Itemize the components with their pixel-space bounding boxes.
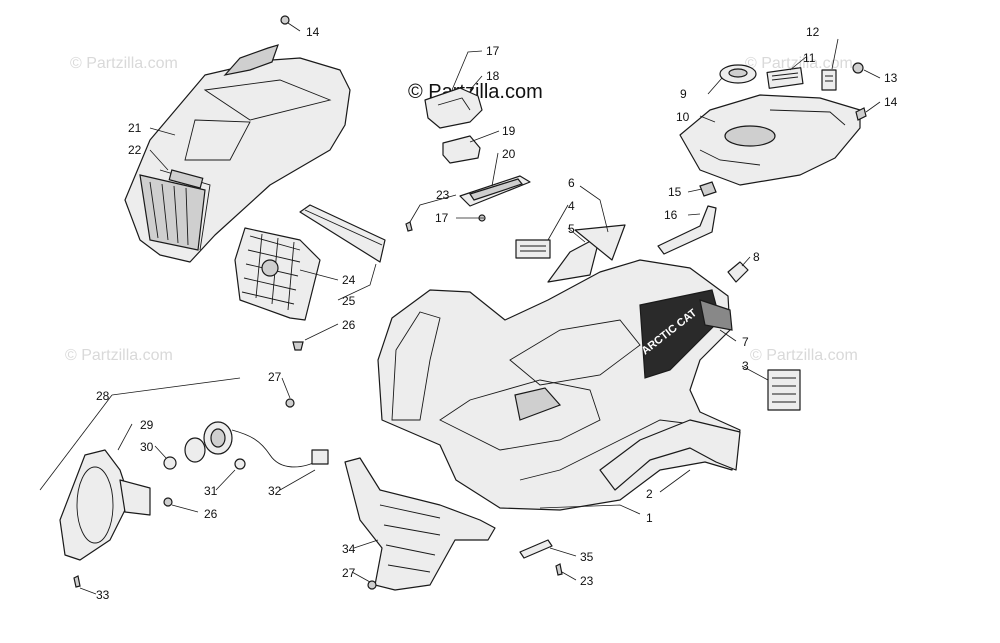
storage-cover-part[interactable] bbox=[424, 87, 483, 129]
callout-17-mid: 17 bbox=[435, 211, 449, 225]
vent-hose-part[interactable] bbox=[657, 205, 717, 255]
fender-flare-part[interactable] bbox=[599, 419, 741, 491]
callout-22: 22 bbox=[128, 143, 142, 157]
callout-35: 35 bbox=[580, 550, 594, 564]
callout-33: 33 bbox=[96, 588, 110, 602]
callout-5: 5 bbox=[568, 222, 575, 236]
callout-8: 8 bbox=[753, 250, 760, 264]
fastener-27-top-part[interactable] bbox=[285, 398, 295, 408]
rear-storage-panel-part[interactable] bbox=[679, 94, 861, 186]
callout-17-top: 17 bbox=[486, 44, 500, 58]
callout-23-bottom: 23 bbox=[580, 574, 594, 588]
callout-34: 34 bbox=[342, 542, 356, 556]
callout-19: 19 bbox=[502, 124, 516, 138]
callout-11: 11 bbox=[803, 51, 816, 65]
callout-26-bottom: 26 bbox=[204, 507, 218, 521]
watermark-top-right: © Partzilla.com bbox=[745, 55, 853, 72]
callouts: 1 2 3 4 5 6 7 8 9 10 11 12 13 14 14 15 1… bbox=[96, 25, 898, 602]
leader-lines bbox=[39, 22, 881, 595]
callout-13: 13 bbox=[884, 71, 898, 85]
bulb-small-part[interactable] bbox=[234, 458, 246, 470]
callout-30: 30 bbox=[140, 440, 154, 454]
clamp-part[interactable] bbox=[699, 181, 717, 197]
callout-27-top: 27 bbox=[268, 370, 282, 384]
fastener-13-part[interactable] bbox=[852, 62, 864, 74]
callout-26-top: 26 bbox=[342, 318, 356, 332]
callout-9: 9 bbox=[680, 87, 687, 101]
bulb-part[interactable] bbox=[163, 456, 177, 470]
callout-16: 16 bbox=[664, 208, 678, 222]
front-body-part[interactable]: ARCTIC CAT bbox=[377, 259, 741, 511]
watermark-mid-right: © Partzilla.com bbox=[750, 347, 858, 364]
callout-14-top: 14 bbox=[306, 25, 320, 39]
grille-part[interactable] bbox=[234, 227, 321, 321]
fastener-14-top-part[interactable] bbox=[280, 15, 290, 25]
label-3-part[interactable] bbox=[767, 369, 801, 411]
label-12-part[interactable] bbox=[821, 69, 837, 91]
callout-23-top: 23 bbox=[436, 188, 450, 202]
label-11-part[interactable] bbox=[766, 67, 804, 89]
callout-27-bottom: 27 bbox=[342, 566, 356, 580]
gasket-ring-part[interactable] bbox=[719, 64, 757, 84]
label-4-part[interactable] bbox=[515, 239, 551, 259]
callout-15: 15 bbox=[668, 185, 682, 199]
callout-6: 6 bbox=[568, 176, 575, 190]
headlight-assembly-part[interactable] bbox=[59, 449, 151, 561]
callout-10: 10 bbox=[676, 110, 690, 124]
callout-21: 21 bbox=[128, 121, 142, 135]
watermark-top-left: © Partzilla.com bbox=[70, 55, 178, 72]
callout-1: 1 bbox=[646, 511, 653, 525]
fastener-26-top-part[interactable] bbox=[292, 341, 304, 351]
callout-24: 24 bbox=[342, 273, 356, 287]
reflector-strip-part[interactable] bbox=[519, 539, 553, 559]
reflector-bar-part[interactable] bbox=[299, 204, 386, 263]
callout-3: 3 bbox=[742, 359, 749, 373]
panel-6-part[interactable] bbox=[574, 224, 626, 261]
callout-14-right: 14 bbox=[884, 95, 898, 109]
callout-31: 31 bbox=[204, 484, 218, 498]
clip-part[interactable] bbox=[727, 261, 749, 283]
pad-part[interactable] bbox=[442, 135, 481, 164]
callout-20: 20 bbox=[502, 147, 516, 161]
bulb-socket-part[interactable] bbox=[184, 421, 329, 468]
callout-32: 32 bbox=[268, 484, 282, 498]
callout-2: 2 bbox=[646, 487, 653, 501]
callout-28: 28 bbox=[96, 389, 110, 403]
front-bumper-part[interactable] bbox=[344, 457, 496, 591]
switch-panel-part[interactable] bbox=[459, 175, 531, 207]
fastener-23-bottom-part[interactable] bbox=[555, 563, 563, 576]
fastener-26-bottom-part[interactable] bbox=[163, 497, 173, 507]
fastener-23-top-part[interactable] bbox=[405, 221, 413, 232]
fastener-14-right-part[interactable] bbox=[855, 107, 867, 121]
callout-4: 4 bbox=[568, 199, 575, 213]
fastener-27-bottom-part[interactable] bbox=[367, 580, 377, 590]
callout-7: 7 bbox=[742, 335, 749, 349]
callout-18: 18 bbox=[486, 69, 500, 83]
side-decal-7-part[interactable] bbox=[699, 299, 733, 331]
callout-25: 25 bbox=[342, 294, 356, 308]
callout-29: 29 bbox=[140, 418, 154, 432]
headlight-cowl-part[interactable] bbox=[124, 44, 351, 263]
fastener-33-part[interactable] bbox=[73, 575, 81, 588]
watermark-mid-left: © Partzilla.com bbox=[65, 347, 173, 364]
callout-12: 12 bbox=[806, 25, 820, 39]
